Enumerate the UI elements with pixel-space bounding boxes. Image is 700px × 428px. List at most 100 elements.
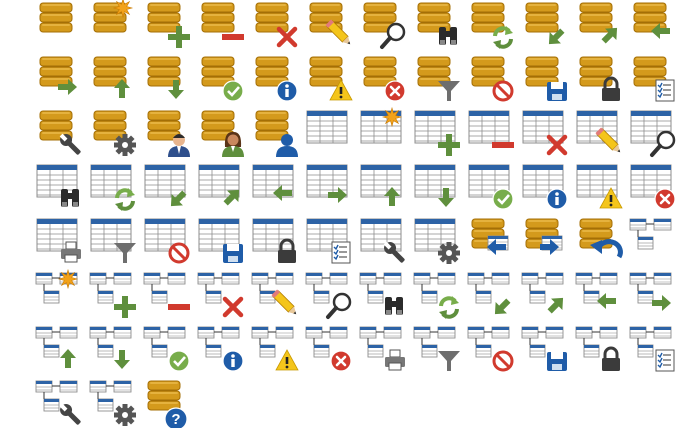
table-none-glyph (306, 110, 348, 144)
database-table-undo-icon[interactable] (574, 216, 624, 266)
database-table-forward-icon[interactable] (520, 216, 570, 266)
relationship-export-icon[interactable] (520, 270, 570, 320)
database-check-icon[interactable] (196, 54, 246, 104)
database-delete-icon[interactable] (250, 0, 300, 50)
relationship-find-icon[interactable] (304, 270, 354, 320)
relationship-forward-icon[interactable] (628, 270, 678, 320)
database-up-icon[interactable] (88, 54, 138, 104)
relationship-print-icon[interactable] (358, 324, 408, 374)
database-settings-icon[interactable] (88, 108, 138, 158)
database-tools-icon[interactable] (34, 108, 84, 158)
database-delete-glyph (255, 2, 298, 48)
database-add-icon[interactable] (142, 0, 192, 50)
database-find-icon[interactable] (358, 0, 408, 50)
database-back-icon[interactable] (628, 0, 678, 50)
table-print-icon[interactable] (34, 216, 84, 266)
database-none-icon[interactable] (34, 0, 84, 50)
database-user-male-icon[interactable] (142, 108, 192, 158)
database-properties-icon[interactable] (628, 54, 678, 104)
relationship-check-icon[interactable] (142, 324, 192, 374)
relationship-warning-icon[interactable] (250, 324, 300, 374)
table-add-icon[interactable] (412, 108, 462, 158)
relationship-filter-icon[interactable] (412, 324, 462, 374)
table-refresh-icon[interactable] (88, 162, 138, 212)
table-warning-icon[interactable] (574, 162, 624, 212)
database-error-icon[interactable] (358, 54, 408, 104)
relationship-add-icon[interactable] (88, 270, 138, 320)
table-error-icon[interactable] (628, 162, 678, 212)
table-up-icon[interactable] (358, 162, 408, 212)
table-down-glyph (414, 164, 456, 207)
database-check-glyph (201, 56, 244, 102)
table-find-binoculars-icon[interactable] (34, 162, 84, 212)
relationship-lock-icon[interactable] (574, 324, 624, 374)
database-info-icon[interactable] (250, 54, 300, 104)
database-table-back-icon[interactable] (466, 216, 516, 266)
relationship-down-glyph (89, 326, 132, 369)
database-export-icon[interactable] (574, 0, 624, 50)
table-back-icon[interactable] (250, 162, 300, 212)
relationship-new-star-icon[interactable] (34, 268, 84, 320)
table-info-icon[interactable] (520, 162, 570, 212)
relationship-tools-icon[interactable] (34, 378, 84, 428)
database-help-icon[interactable]: ? (142, 378, 192, 428)
database-forward-icon[interactable] (34, 54, 84, 104)
relationship-down-icon[interactable] (88, 324, 138, 374)
table-remove-icon[interactable] (466, 108, 516, 158)
database-import-icon[interactable] (520, 0, 570, 50)
database-none-glyph (39, 2, 73, 33)
table-new-star-icon[interactable] (358, 106, 408, 158)
table-export-icon[interactable] (196, 162, 246, 212)
database-lock-icon[interactable] (574, 54, 624, 104)
database-user-silhouette-icon[interactable] (250, 108, 300, 158)
database-down-icon[interactable] (142, 54, 192, 104)
database-import-glyph (525, 2, 565, 45)
database-warning-icon[interactable] (304, 54, 354, 104)
table-forward-icon[interactable] (304, 162, 354, 212)
database-refresh-icon[interactable] (466, 0, 516, 50)
relationship-import-icon[interactable] (466, 270, 516, 320)
table-properties-icon[interactable] (304, 216, 354, 266)
database-error-glyph (363, 56, 406, 102)
table-find-icon[interactable] (628, 108, 678, 158)
relationship-edit-icon[interactable] (250, 270, 300, 320)
table-filter-icon[interactable] (88, 216, 138, 266)
database-new-star-icon[interactable] (88, 0, 138, 50)
table-delete-icon[interactable] (520, 108, 570, 158)
table-tools-icon[interactable] (358, 216, 408, 266)
relationship-find-binoculars-icon[interactable] (358, 270, 408, 320)
relationship-settings-icon[interactable] (88, 378, 138, 428)
table-down-icon[interactable] (412, 162, 462, 212)
database-prohibit-icon[interactable] (466, 54, 516, 104)
table-prohibit-icon[interactable] (142, 216, 192, 266)
database-help-glyph: ? (147, 380, 188, 428)
relationship-import-glyph (467, 272, 511, 315)
table-check-icon[interactable] (466, 162, 516, 212)
relationship-properties-icon[interactable] (628, 324, 678, 374)
database-filter-icon[interactable] (412, 54, 462, 104)
table-lock-icon[interactable] (250, 216, 300, 266)
table-settings-icon[interactable] (412, 216, 462, 266)
relationship-delete-icon[interactable] (196, 270, 246, 320)
table-back-glyph (252, 164, 294, 201)
relationship-refresh-icon[interactable] (412, 270, 462, 320)
database-edit-icon[interactable] (304, 0, 354, 50)
table-import-icon[interactable] (142, 162, 192, 212)
relationship-back-icon[interactable] (574, 270, 624, 320)
table-none-icon[interactable] (304, 108, 354, 158)
database-user-female-icon[interactable] (196, 108, 246, 158)
relationship-remove-icon[interactable] (142, 270, 192, 320)
relationship-prohibit-glyph (467, 326, 514, 372)
database-remove-icon[interactable] (196, 0, 246, 50)
relationship-none-icon[interactable] (628, 216, 678, 266)
table-find-glyph (630, 110, 676, 157)
database-find-binoculars-icon[interactable] (412, 0, 462, 50)
relationship-error-icon[interactable] (304, 324, 354, 374)
relationship-save-icon[interactable] (520, 324, 570, 374)
table-save-icon[interactable] (196, 216, 246, 266)
relationship-prohibit-icon[interactable] (466, 324, 516, 374)
database-save-icon[interactable] (520, 54, 570, 104)
table-edit-icon[interactable] (574, 108, 624, 158)
relationship-info-icon[interactable] (196, 324, 246, 374)
relationship-up-icon[interactable] (34, 324, 84, 374)
